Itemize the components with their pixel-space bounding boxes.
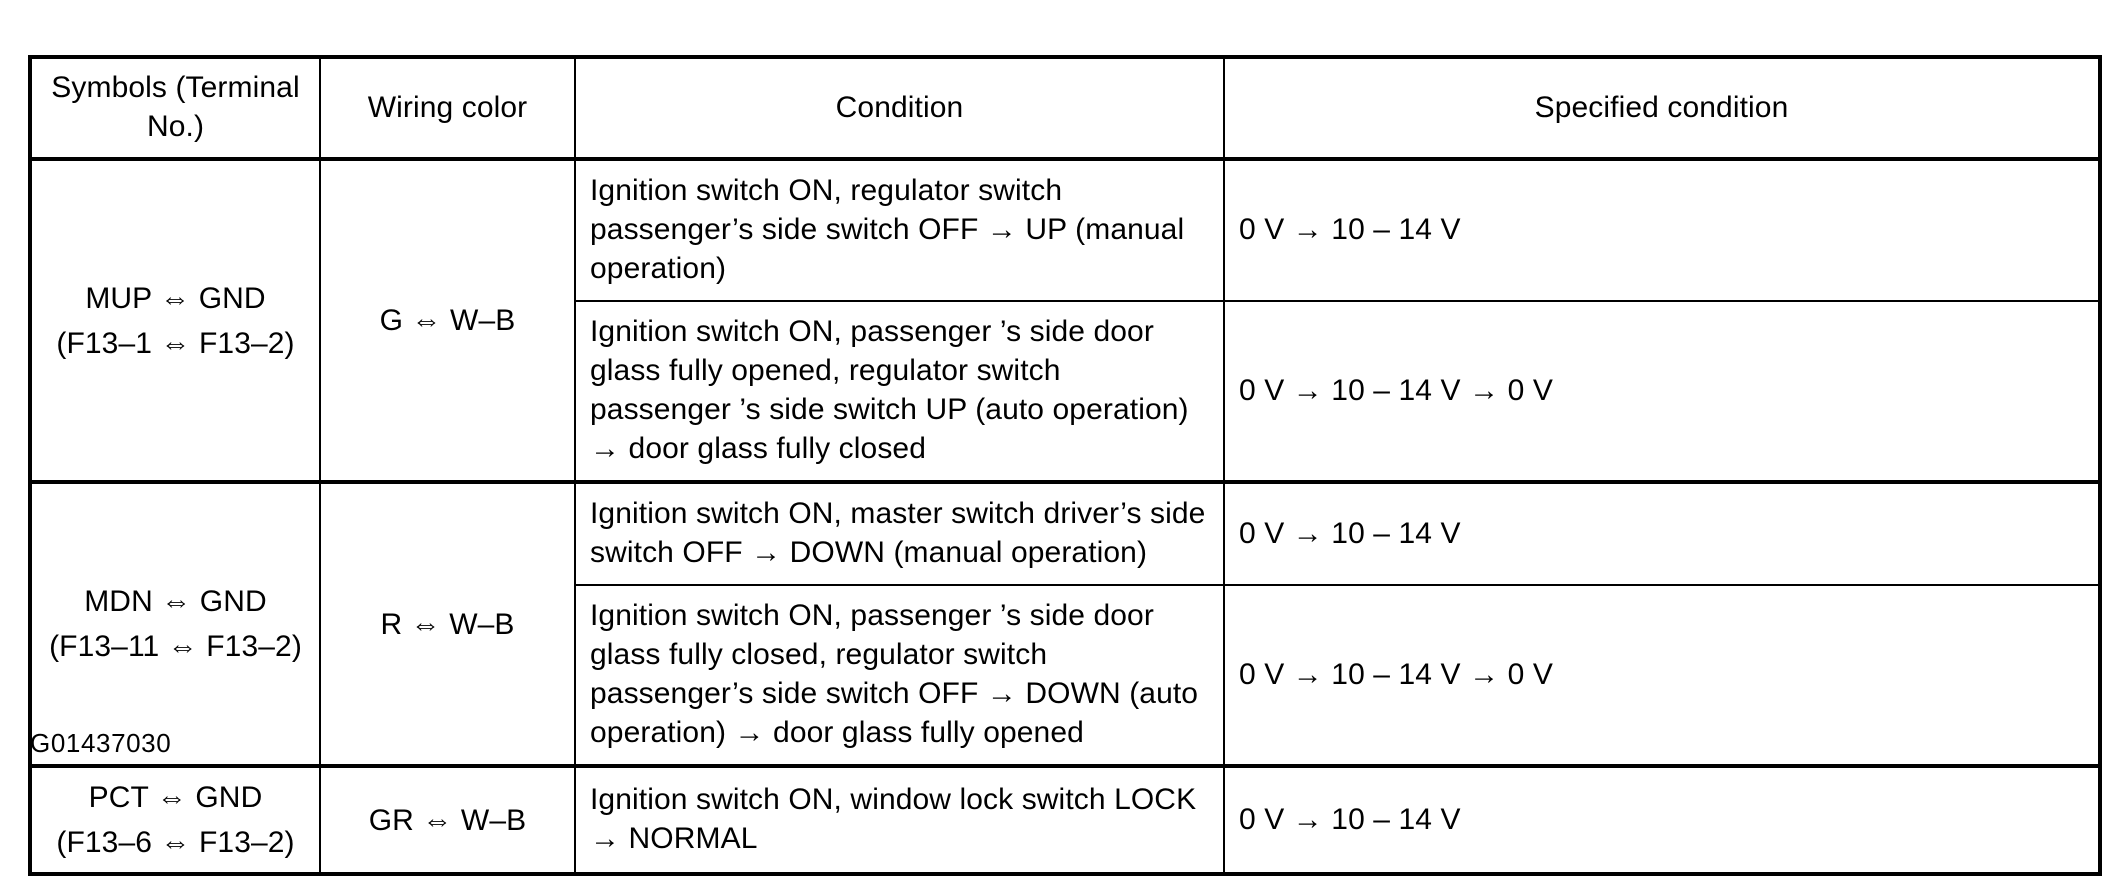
table-row: Ignition switch ON, passenger ’s side do… — [30, 584, 2101, 767]
document-page: Symbols (Terminal No.) Wiring color Cond… — [28, 55, 2102, 876]
terminal-inspection-table: Symbols (Terminal No.) Wiring color Cond… — [28, 55, 2102, 876]
table-header-row: Symbols (Terminal No.) Wiring color Cond… — [29, 56, 2101, 161]
wiring-color-cell-mdn: R ⇔ W–B — [319, 480, 576, 767]
symbols-cell-pct: PCT ⇔ GND (F13–6 ⇔ F13–2) — [29, 764, 321, 875]
condition-cell: Ignition switch ON, regulator switch pas… — [574, 157, 1225, 302]
symbols-cell-mdn: MDN ⇔ GND (F13–11 ⇔ F13–2) — [29, 480, 321, 767]
column-header-symbols: Symbols (Terminal No.) — [29, 56, 321, 161]
table-row: Ignition switch ON, passenger ’s side do… — [30, 300, 2101, 483]
table-row: PCT ⇔ GND (F13–6 ⇔ F13–2) GR ⇔ W–B Ignit… — [29, 764, 2101, 875]
terminal-pair: (F13–1 ⇔ F13–2) — [56, 326, 295, 360]
symbol-pair: MDN ⇔ GND — [84, 585, 267, 618]
figure-caption: G01437030 — [30, 728, 172, 758]
wiring-color-cell-pct: GR ⇔ W–B — [319, 764, 576, 875]
column-header-specified-condition: Specified condition — [1223, 56, 2101, 161]
specified-condition-cell: 0 V → 10 – 14 V → 0 V — [1223, 300, 2101, 483]
table-row: MUP ⇔ GND (F13–1 ⇔ F13–2) G ⇔ W–B Igniti… — [29, 157, 2101, 483]
specified-condition-cell: 0 V → 10 – 14 V — [1223, 157, 2101, 302]
condition-cell: Ignition switch ON, passenger ’s side do… — [574, 300, 1225, 483]
table-row: MDN ⇔ GND (F13–11 ⇔ F13–2) R ⇔ W–B Ignit… — [29, 480, 2101, 767]
condition-cell: Ignition switch ON, master switch driver… — [574, 480, 1225, 586]
condition-cell: Ignition switch ON, passenger ’s side do… — [574, 584, 1225, 767]
symbol-pair: MUP ⇔ GND — [85, 281, 266, 315]
condition-cell: Ignition switch ON, window lock switch L… — [574, 764, 1225, 875]
table-body: MUP ⇔ GND (F13–1 ⇔ F13–2) G ⇔ W–B Igniti… — [29, 157, 2101, 875]
symbol-pair: PCT ⇔ GND — [88, 781, 263, 814]
terminal-pair: (F13–11 ⇔ F13–2) — [49, 630, 302, 663]
column-header-wiring-color: Wiring color — [319, 56, 576, 161]
specified-condition-cell: 0 V → 10 – 14 V — [1223, 480, 2101, 586]
symbols-cell-mup: MUP ⇔ GND (F13–1 ⇔ F13–2) — [29, 157, 321, 483]
wiring-color-cell-mup: G ⇔ W–B — [319, 157, 576, 483]
specified-condition-cell: 0 V → 10 – 14 V — [1223, 764, 2101, 875]
terminal-inspection-table-wrapper: Symbols (Terminal No.) Wiring color Cond… — [28, 55, 2102, 876]
column-header-condition: Condition — [574, 56, 1225, 161]
specified-condition-cell: 0 V → 10 – 14 V → 0 V — [1223, 584, 2101, 767]
table-header: Symbols (Terminal No.) Wiring color Cond… — [29, 56, 2101, 161]
